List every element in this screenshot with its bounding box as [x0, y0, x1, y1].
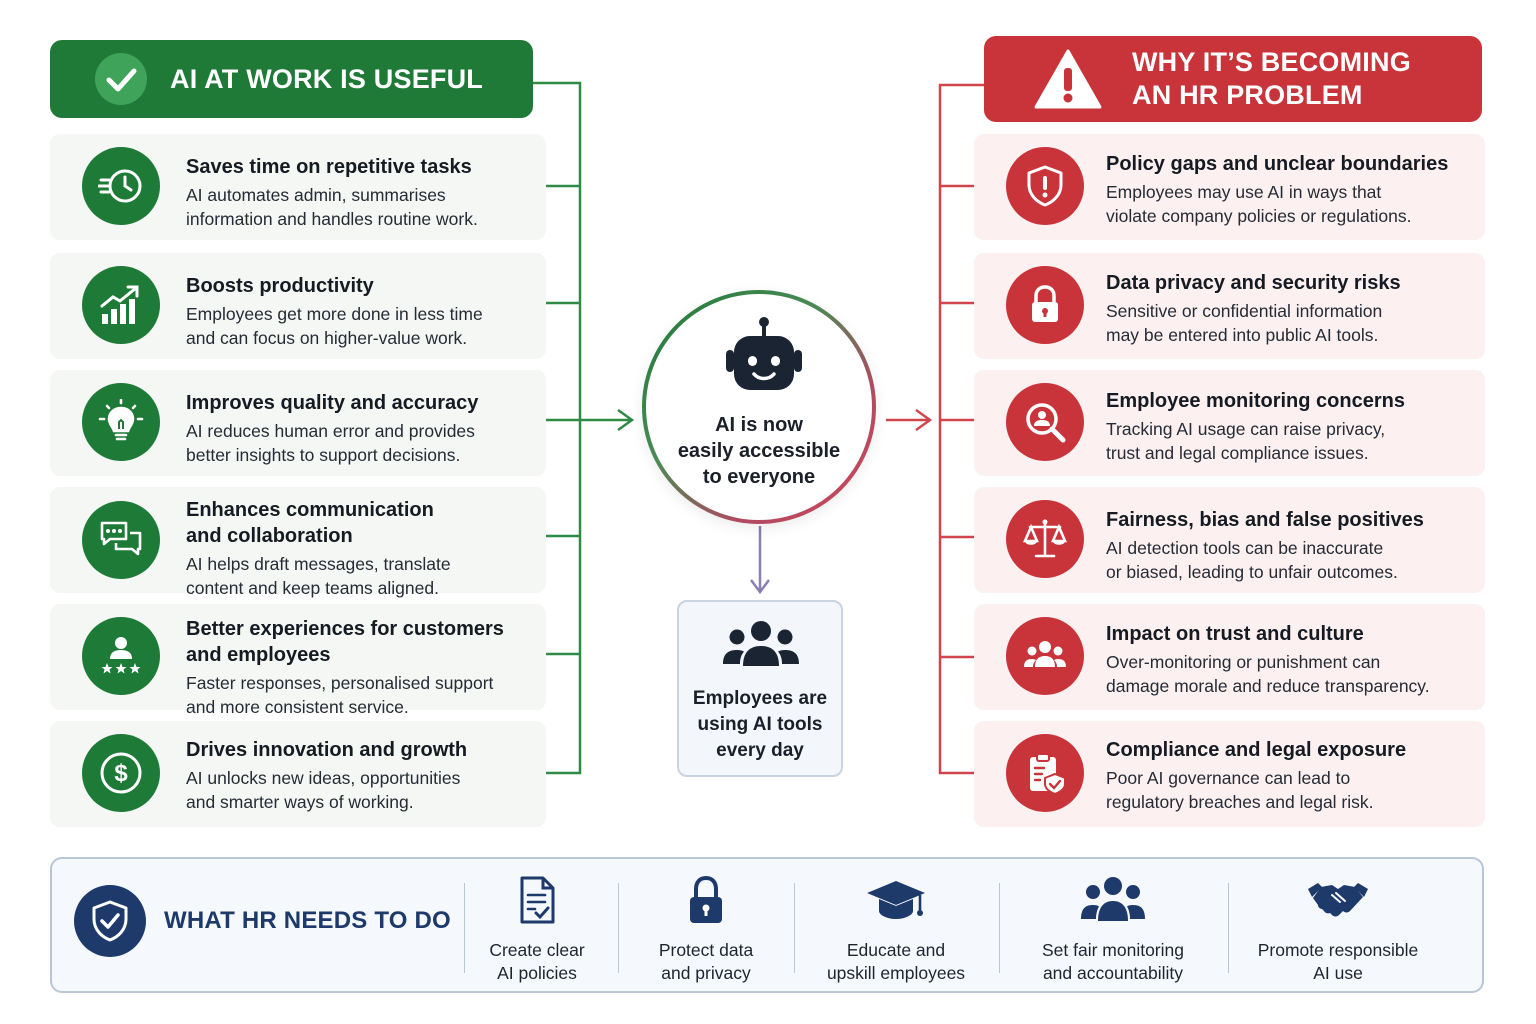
- risk-title: Impact on trust and culture: [1106, 623, 1364, 645]
- risk-title: Policy gaps and unclear boundaries: [1106, 153, 1449, 175]
- hr-actions-title: WHAT HR NEEDS TO DO: [164, 907, 451, 934]
- warning-triangle-icon: [1034, 49, 1102, 109]
- risk-card: Compliance and legal exposure Poor AI go…: [974, 721, 1485, 827]
- lightbulb-icon: [82, 383, 160, 461]
- risk-card: Impact on trust and culture Over-monitor…: [974, 604, 1485, 710]
- benefit-card: $ Drives innovation and growth AI unlock…: [50, 721, 546, 827]
- benefit-title: Improves quality and accuracy: [186, 392, 479, 414]
- person-stars-icon: [82, 617, 160, 695]
- divider: [794, 883, 795, 973]
- document-check-icon: [520, 876, 555, 924]
- robot-icon: [726, 317, 802, 390]
- risk-desc: Tracking AI usage can raise privacy,trus…: [1106, 419, 1386, 463]
- padlock-icon: [1006, 266, 1084, 344]
- risk-card: Employee monitoring concerns Tracking AI…: [974, 370, 1485, 476]
- svg-text:$: $: [114, 760, 128, 787]
- arrow-to-employees: [750, 579, 770, 595]
- problems-title-line1: WHY IT’S BECOMING: [1132, 47, 1411, 77]
- divider: [618, 883, 619, 973]
- shield-check-icon: [74, 885, 146, 957]
- benefit-title: Saves time on repetitive tasks: [186, 156, 472, 178]
- check-circle-icon: [95, 53, 147, 105]
- divider: [464, 883, 465, 973]
- group-icon: [1081, 877, 1145, 921]
- padlock-icon: [690, 875, 722, 923]
- shield-alert-icon: [1006, 147, 1084, 225]
- divider: [1228, 883, 1229, 973]
- people-icon: [723, 621, 799, 666]
- arrow-to-center: [617, 408, 635, 432]
- graduation-cap-icon: [867, 881, 925, 919]
- growth-chart-icon: [82, 266, 160, 344]
- risk-card: Data privacy and security risks Sensitiv…: [974, 253, 1485, 359]
- problems-header: WHY IT’S BECOMING AN HR PROBLEM: [984, 36, 1482, 122]
- handshake-icon: [1308, 883, 1368, 917]
- risk-title: Fairness, bias and false positives: [1106, 509, 1424, 531]
- chat-bubbles-icon: [82, 501, 160, 579]
- risk-title: Data privacy and security risks: [1106, 272, 1401, 294]
- risk-title: Compliance and legal exposure: [1106, 739, 1407, 761]
- divider: [999, 883, 1000, 973]
- benefit-title: Drives innovation and growth: [186, 739, 468, 761]
- benefits-header: AI AT WORK IS USEFUL: [50, 40, 533, 118]
- benefit-card: Saves time on repetitive tasks AI automa…: [50, 134, 546, 240]
- dollar-icon: $: [82, 734, 160, 812]
- scales-icon: [1006, 500, 1084, 578]
- arrow-to-risks: [915, 408, 933, 432]
- risk-title: Employee monitoring concerns: [1106, 390, 1405, 412]
- risk-card: Fairness, bias and false positives AI de…: [974, 487, 1485, 593]
- group-icon: [1006, 617, 1084, 695]
- benefit-card: Boosts productivity Employees get more d…: [50, 253, 546, 359]
- magnify-person-icon: [1006, 383, 1084, 461]
- clock-fast-icon: [82, 147, 160, 225]
- problems-title: WHY IT’S BECOMING AN HR PROBLEM: [1132, 46, 1432, 112]
- risk-card: Policy gaps and unclear boundaries Emplo…: [974, 134, 1485, 240]
- benefits-title: AI AT WORK IS USEFUL: [170, 63, 483, 94]
- benefit-card: Improves quality and accuracy AI reduces…: [50, 370, 546, 476]
- benefit-title: Boosts productivity: [186, 275, 374, 297]
- problems-title-line2: AN HR PROBLEM: [1132, 80, 1363, 110]
- clipboard-check-icon: [1006, 734, 1084, 812]
